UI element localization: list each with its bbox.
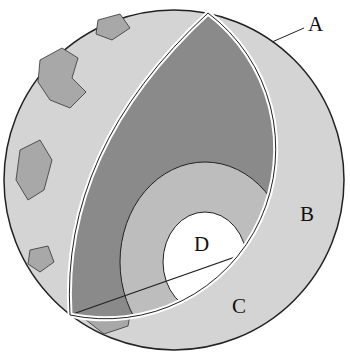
mantle <box>69 13 275 319</box>
layer-letter: A <box>308 14 323 35</box>
layer-letter: D <box>194 234 209 255</box>
leader-line <box>272 28 304 42</box>
crust-outline <box>69 13 275 319</box>
outer-core <box>120 162 290 357</box>
layer-letter: C <box>232 296 246 317</box>
crust <box>69 13 275 319</box>
cut-edge <box>70 220 340 315</box>
layer-letter: B <box>300 204 314 225</box>
